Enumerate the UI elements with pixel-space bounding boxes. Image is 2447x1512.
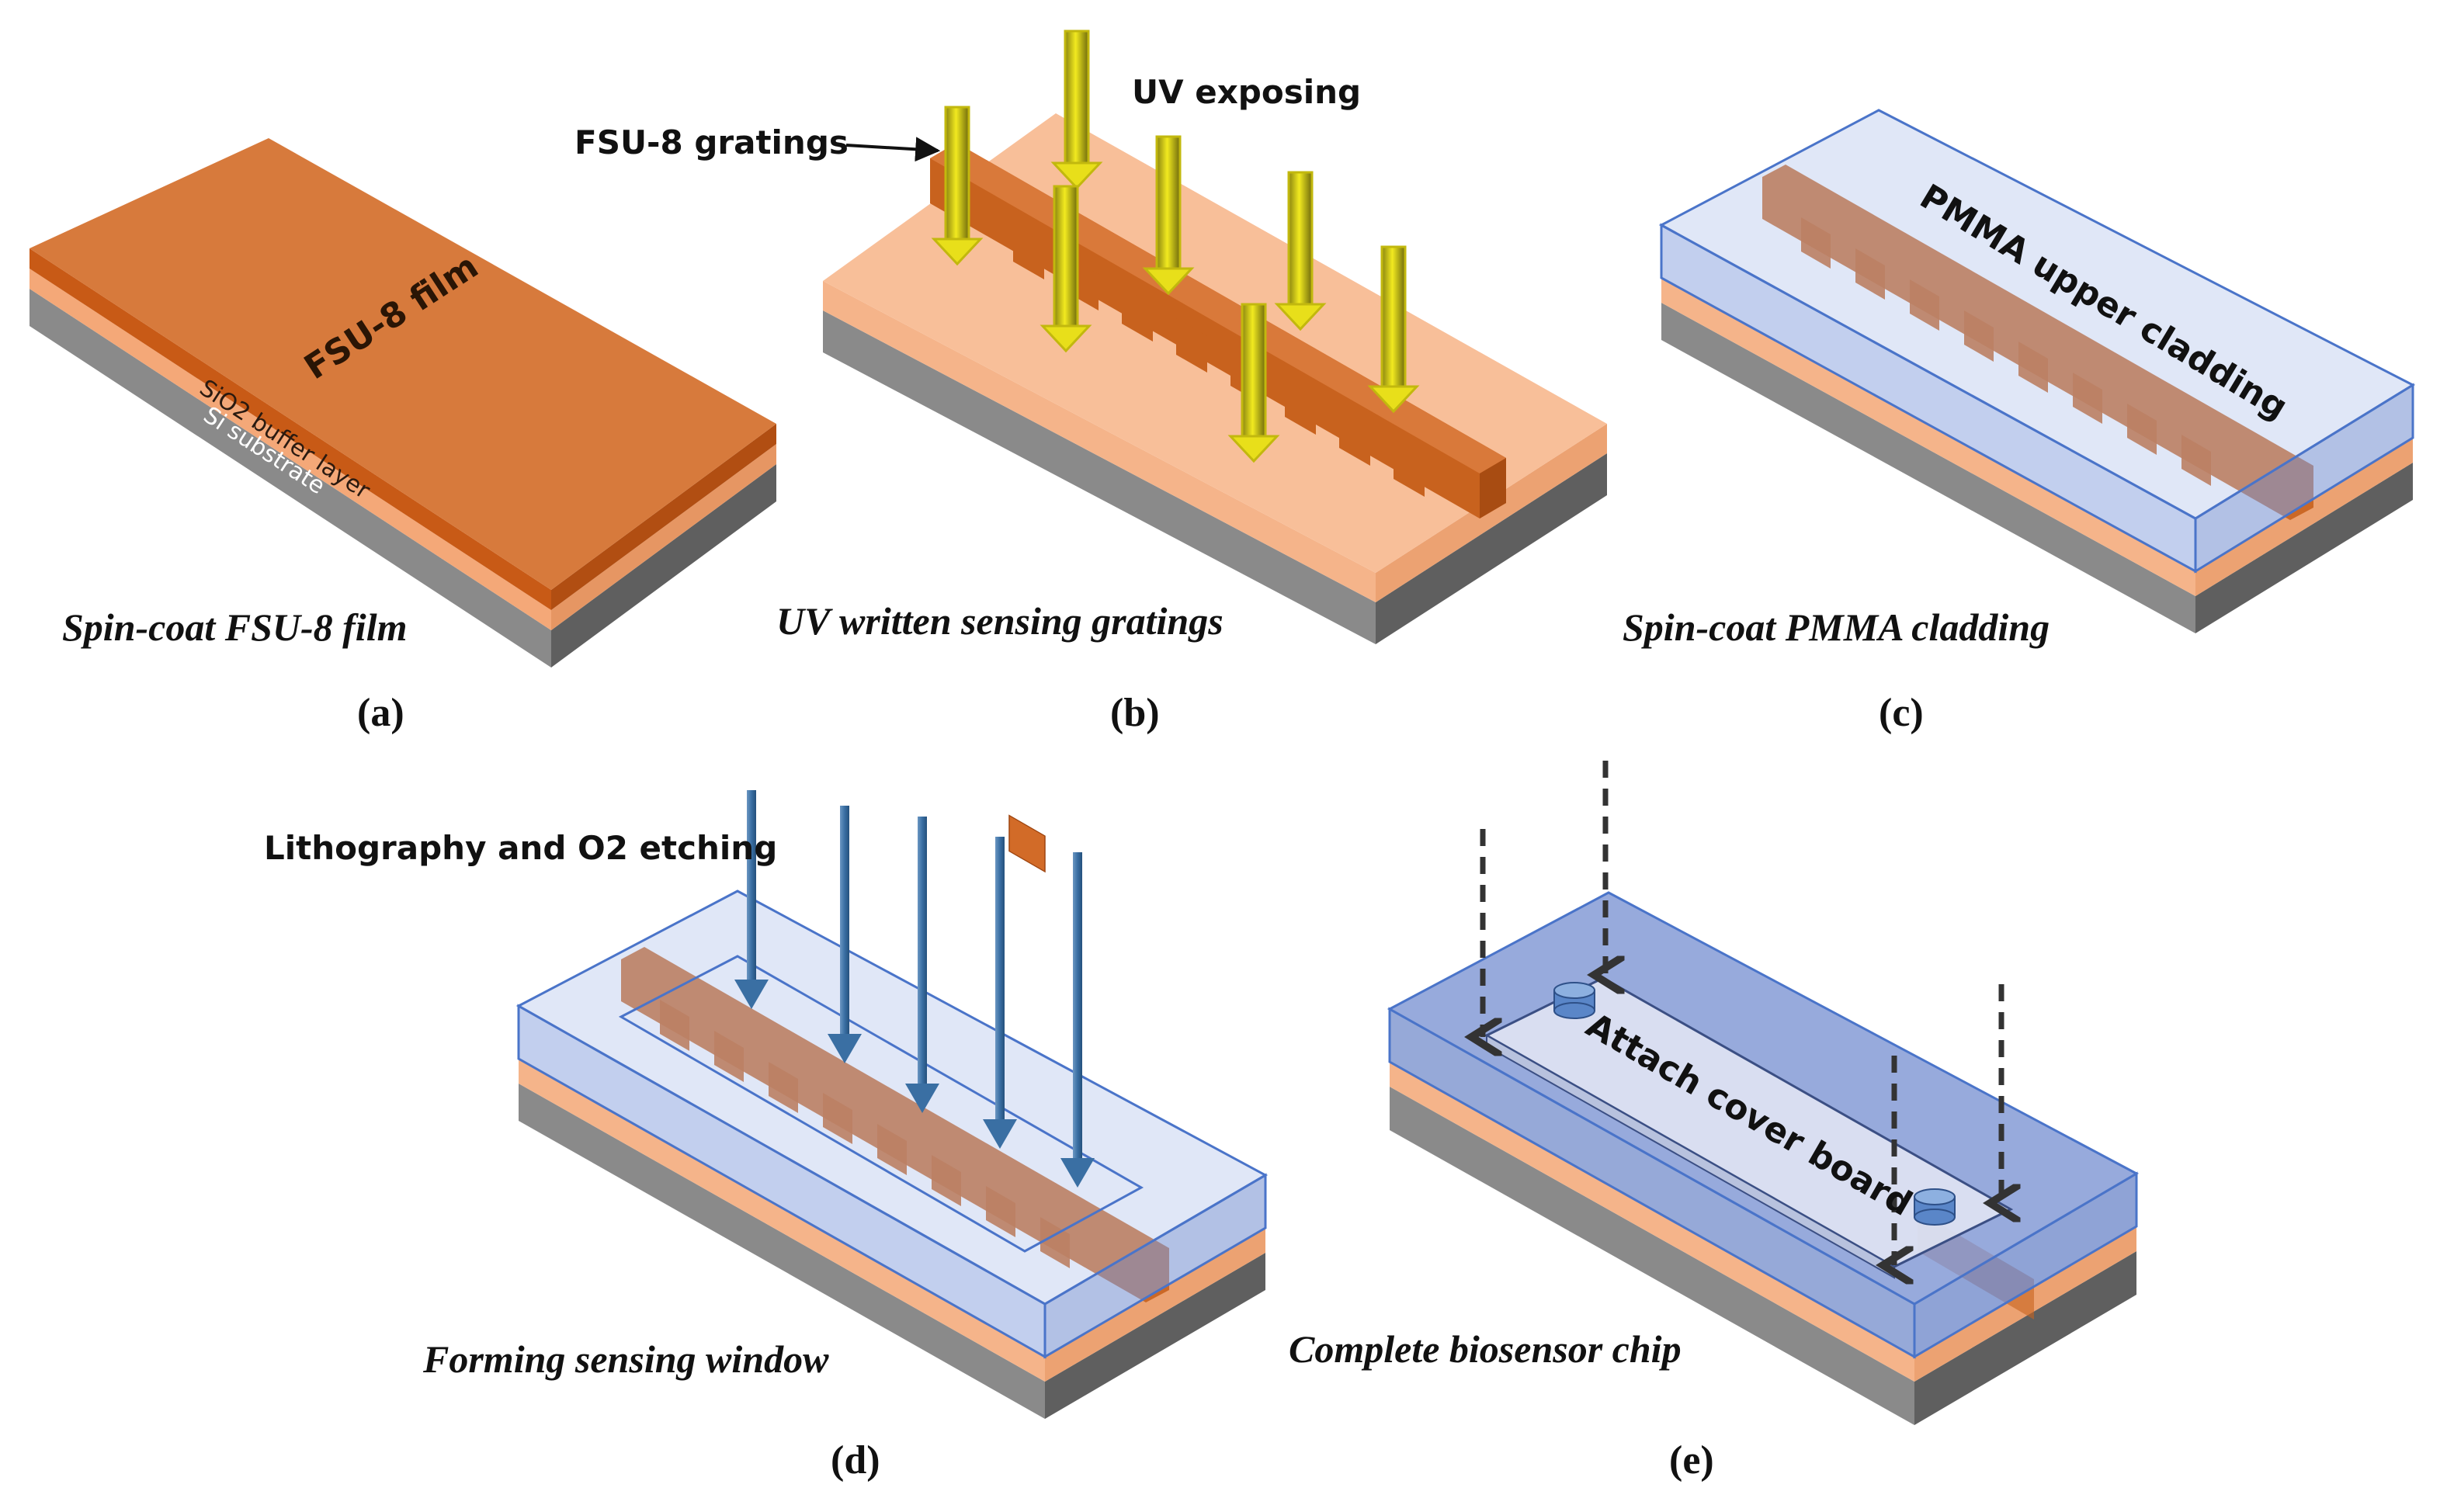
fsu8-grating-ridge [621,947,1169,1302]
panel-b-letter: (b) [1110,691,1160,735]
sio2-buffer-front [519,1059,1045,1382]
si-substrate-front [1390,1087,1914,1425]
sensing-window-outline [618,955,1144,1253]
panel-c-caption: Spin-coat PMMA cladding [1623,605,2050,649]
panel-d: Lithography and O2 etching Forming sensi… [264,790,1269,1483]
gratings-callout-label: FSU-8 gratings [574,123,849,161]
uv-arrow-icon [1367,245,1420,414]
si-substrate-right [2195,463,2413,633]
fsu8-film-top [30,138,776,590]
gratings-callout-arrow [845,137,941,162]
etch-arrow-icon [828,806,862,1063]
inlet-port-icon [1553,982,1595,1019]
sio2-buffer-right [1376,424,1607,602]
grating-cubes [1008,814,1046,873]
grating-teeth [1013,225,1425,497]
sio2-buffer-right [551,444,776,630]
panel-d-letter: (d) [831,1438,880,1483]
sio2-buffer-front [823,281,1376,602]
etch-arrow-icon [734,790,769,1009]
si-substrate-right [1914,1251,2136,1425]
dashed-placement-arrows [1483,761,2001,1265]
uv-arrow-icon [1274,171,1327,331]
grating-teeth [1801,217,2211,486]
pmma-cladding [515,890,1269,1359]
si-substrate-right [1045,1253,1265,1419]
uv-arrow-icon [1142,135,1195,296]
sio2-buffer-right [2195,438,2413,596]
si-substrate-front [519,1084,1045,1419]
sio2-buffer-front [30,269,551,630]
fsu8-film-right [551,424,776,610]
panel-e-letter: (e) [1669,1438,1714,1483]
fsu8-grating-ridge [1762,165,2313,520]
uv-arrow-icon [1050,29,1103,190]
panel-a-caption: Spin-coat FSU-8 film [62,605,407,649]
panel-c-letter: (c) [1879,691,1924,735]
outlet-port-icon [1914,1188,1956,1226]
si-substrate-front [1661,303,2195,633]
lithography-etching-label: Lithography and O2 etching [264,829,777,867]
si-substrate-right [551,464,776,668]
panel-e: Attach cover board Complete biosensor ch… [1289,761,2140,1483]
panel-a: FSU-8 film SiO2 buffer layer Si substrat… [30,138,776,735]
etch-arrow-icon [983,837,1017,1149]
fsu8-film-front [30,248,551,610]
panel-a-letter: (a) [357,691,404,735]
si-substrate-right [1376,453,1607,644]
pmma-cladding [1658,109,2416,574]
uv-arrow-icon [931,106,984,266]
uv-arrow-icon [1040,185,1092,353]
etch-arrows [734,790,1095,1188]
sio2-buffer-right [1045,1228,1265,1382]
etch-arrow-icon [1060,852,1095,1188]
etch-arrow-icon [905,817,939,1113]
panel-b: FSU-8 gratings UV exposing UV written se… [574,29,1607,873]
panel-d-caption: Forming sensing window [422,1337,829,1381]
panel-b-caption: UV written sensing gratings [776,599,1224,643]
uv-exposing-label: UV exposing [1132,73,1361,111]
sio2-buffer-front [1390,1062,1914,1382]
uv-arrows [931,29,1420,463]
panel-c: PMMA upper cladding Spin-coat PMMA cladd… [1623,109,2416,735]
uv-arrow-icon [1227,303,1280,463]
si-substrate-front [823,310,1376,644]
panel-e-caption: Complete biosensor chip [1289,1327,1682,1371]
sio2-buffer-front [1661,278,2195,596]
si-substrate-front [30,289,551,668]
